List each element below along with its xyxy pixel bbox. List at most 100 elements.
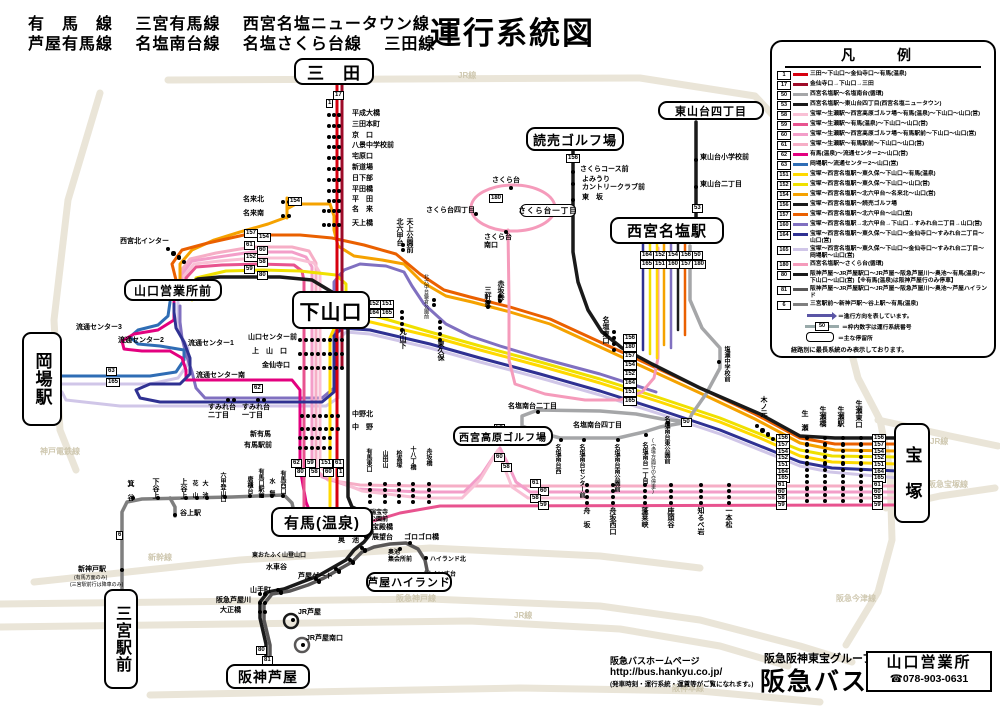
stop-dot	[585, 501, 590, 506]
stop-dot	[364, 535, 369, 540]
stop-label: 日下部	[352, 175, 373, 182]
stop-dot	[276, 588, 281, 593]
stop-dot	[337, 178, 342, 183]
stop-dot	[327, 113, 332, 118]
stop-dot	[340, 352, 345, 357]
stop-dot	[363, 548, 368, 553]
stop-dot	[432, 298, 437, 303]
legend-route-description: 宝塚～西宮名塩駅～東久保～下山口～山口(営)	[810, 181, 930, 187]
legend-color-chip	[793, 123, 808, 126]
ghost-rail-label: JR線	[930, 437, 949, 446]
stop-dot	[571, 182, 576, 187]
stop-label: 東山台小学校前	[700, 154, 749, 161]
stop-label: さくら台	[492, 177, 520, 184]
stop-dot	[694, 158, 699, 163]
legend-color-chip	[793, 153, 808, 156]
stop-dot	[717, 360, 722, 365]
stop-dot	[805, 442, 810, 447]
stop-dot	[408, 541, 413, 546]
stop-dot	[643, 495, 648, 500]
stop-dot	[841, 448, 846, 453]
legend-color-chip	[793, 193, 808, 196]
stop-label: 名来南	[243, 210, 264, 217]
stop-dot	[263, 601, 268, 606]
stop-dot	[486, 305, 491, 310]
stop-label: 奥 池	[338, 537, 359, 544]
stop-dot	[330, 427, 335, 432]
route-number-badge: 180	[623, 343, 638, 352]
stop-label: 新道場	[352, 164, 373, 171]
route-number-badge: 59	[872, 501, 883, 510]
stop-dot	[805, 492, 810, 498]
route-number-badge: 59	[305, 459, 316, 468]
stop-dot	[281, 200, 286, 205]
stop-dot	[805, 436, 810, 441]
stop-dot	[571, 170, 576, 175]
stop-dot	[383, 500, 388, 505]
stop-label: 東山台二丁目	[700, 181, 742, 188]
legend-color-chip	[793, 133, 808, 136]
stop-dot	[368, 482, 373, 487]
stop-dot	[316, 338, 321, 343]
route-number-badge: 80	[257, 271, 268, 280]
stop-dot	[805, 486, 810, 491]
stop-dot	[805, 499, 810, 504]
stop-label: 生瀬駅	[837, 406, 844, 427]
stop-dot	[332, 199, 337, 204]
stop-label: (三宮駅前行は降車のみ)	[70, 582, 124, 588]
legend-note: 50＝枠内数字は運行系統番号	[805, 321, 989, 331]
ghost-rail-label: 阪急宝塚線	[928, 480, 968, 489]
stop-dot	[823, 480, 828, 485]
stop-dot	[427, 500, 432, 505]
route-line	[506, 228, 660, 402]
legend-footnote: 経路別に最長系統のみ表示しております。	[791, 347, 908, 355]
station-box: 芦屋ハイランド	[366, 572, 452, 592]
stop-dot	[304, 366, 309, 371]
stop-dot	[823, 467, 828, 472]
route-number-badge: 165	[623, 397, 638, 406]
stop-label: 上谷上	[180, 478, 187, 499]
stop-label: 谷上駅	[180, 510, 201, 517]
route-number-badge: 180	[692, 260, 707, 269]
stop-dot	[612, 342, 617, 347]
homepage-title: 阪急バスホームページ	[610, 656, 700, 666]
homepage-url: http://bus.hankyu.co.jp/	[610, 667, 723, 678]
stop-label: 舟 坂	[583, 507, 590, 528]
route-number-badge: 180	[489, 194, 504, 203]
stop-dot	[611, 489, 616, 494]
stop-dot	[336, 414, 341, 419]
stop-dot	[310, 366, 315, 371]
route-line	[134, 302, 900, 473]
stop-dot	[727, 501, 732, 506]
stop-dot	[699, 483, 704, 488]
route-line	[60, 300, 186, 378]
group-name: 阪急阪神東宝グループ	[764, 653, 874, 665]
stop-dot	[859, 480, 864, 485]
stop-dot	[281, 214, 286, 219]
route-number-badge: 1	[326, 99, 334, 108]
footer-homepage: 阪急バスホームページ http://bus.hankyu.co.jp/ (発車時…	[610, 654, 753, 688]
stop-dot	[823, 473, 828, 479]
stop-dot	[585, 483, 590, 488]
stop-label: 金仙寺口	[262, 362, 290, 369]
route-number-sample-icon: 50	[805, 321, 839, 331]
stop-dot	[438, 338, 443, 343]
route-number-badge: 151	[319, 459, 334, 468]
stop-dot	[337, 156, 342, 161]
route-number-badge: 59	[244, 265, 255, 274]
stop-dot	[841, 461, 846, 466]
legend-route-description: 宝塚～西宮名塩駅～北六甲台～山口(営)	[810, 211, 913, 217]
stop-label: 下谷上	[152, 478, 159, 499]
legend-color-chip	[793, 173, 808, 176]
station-box: 西宮名塩駅	[610, 217, 724, 244]
legend-route-number: 6	[777, 300, 791, 310]
station-box: 読売ゴルフ場	[526, 127, 624, 151]
legend-color-chip	[793, 287, 808, 291]
legend-color-chip	[793, 83, 808, 86]
stop-label: 東おたふく山登山口	[252, 553, 307, 559]
route-number-badge: 58	[501, 463, 512, 472]
stop-label: 有馬東口	[365, 448, 371, 472]
stop-dot	[327, 199, 332, 204]
